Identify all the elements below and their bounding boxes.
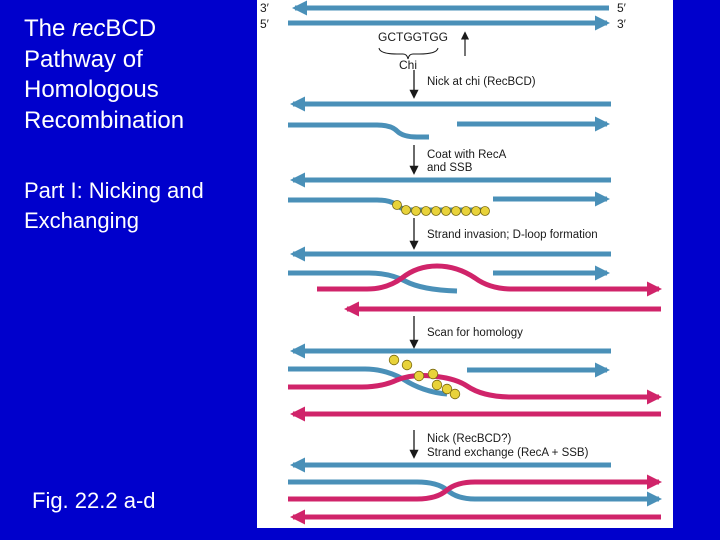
protein-bead <box>432 207 441 216</box>
protein-bead <box>422 207 431 216</box>
homology-scan <box>288 351 661 414</box>
initial-duplex: 3′ 5′ 5′ 3′ GCTGGTGG Chi <box>260 1 627 72</box>
step-label-nick-recbcd: Nick (RecBCD?) <box>427 433 512 445</box>
end-label-3prime-bottom: 3′ <box>617 17 627 31</box>
protein-bead <box>442 207 451 216</box>
step-label-scan: Scan for homology <box>427 327 523 339</box>
protein-bead <box>412 207 421 216</box>
protein-bead <box>462 207 471 216</box>
scan-displaced-strand <box>288 376 659 398</box>
step-label-coat-line1: Coat with RecA <box>427 149 507 161</box>
scan-invading-strand <box>288 369 447 394</box>
end-label-3prime-top: 3′ <box>260 1 270 15</box>
end-label-5prime-top: 5′ <box>617 1 627 15</box>
protein-bead <box>402 360 412 370</box>
diagram-svg: 3′ 5′ 5′ 3′ GCTGGTGG Chi Nick at chi (Re… <box>257 0 673 528</box>
protein-bead <box>414 371 424 381</box>
step-label-invasion: Strand invasion; D-loop formation <box>427 229 598 241</box>
coated-duplex <box>288 180 611 216</box>
protein-bead <box>389 355 399 365</box>
protein-bead <box>472 207 481 216</box>
step-label-coat-line2: and SSB <box>427 162 473 174</box>
end-label-5prime-bottom: 5′ <box>260 17 270 31</box>
strand-exchange <box>288 465 661 517</box>
figure-reference: Fig. 22.2 a-d <box>32 488 156 514</box>
step-label-exchange: Strand exchange (RecA + SSB) <box>427 447 589 459</box>
protein-bead <box>393 201 402 210</box>
protein-bead <box>452 207 461 216</box>
chi-label: Chi <box>399 58 417 72</box>
protein-bead <box>450 389 460 399</box>
exchange-red-crossing <box>288 482 659 499</box>
recombination-diagram: 3′ 5′ 5′ 3′ GCTGGTGG Chi Nick at chi (Re… <box>257 0 673 528</box>
step-label-nick-chi: Nick at chi (RecBCD) <box>427 76 536 88</box>
slide-subtitle: Part I: Nicking and Exchanging <box>24 176 264 236</box>
slide-title: The recBCD Pathway of Homologous Recombi… <box>24 14 264 136</box>
exchange-blue-crossing <box>288 482 659 499</box>
protein-bead <box>428 369 438 379</box>
dloop-displaced-strand <box>317 266 659 289</box>
dloop-structure <box>288 254 661 309</box>
nicked-duplex <box>288 104 611 137</box>
protein-bead <box>481 207 490 216</box>
protein-bead <box>402 206 411 215</box>
nicked-peeled-strand <box>288 125 429 137</box>
chi-sequence: GCTGGTGG <box>378 30 448 44</box>
protein-bead <box>432 380 442 390</box>
